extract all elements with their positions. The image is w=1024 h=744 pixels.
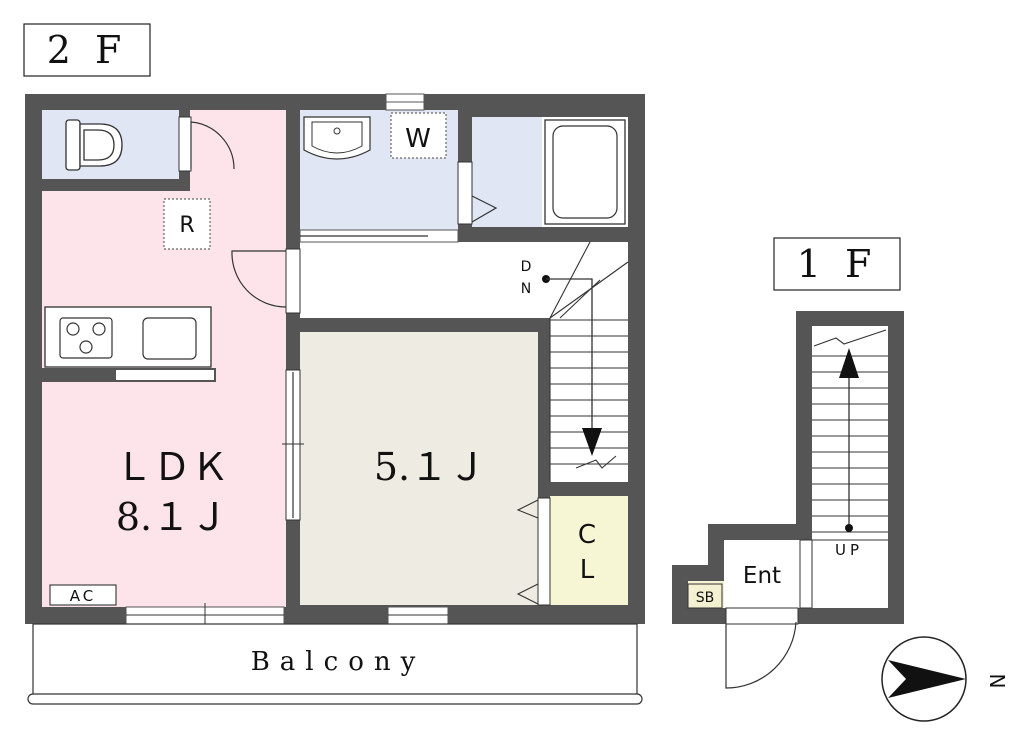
ldk-upper-hall [190, 110, 286, 192]
stair-up-label: UP [835, 541, 863, 559]
floor-2-tag-text: 2 F [47, 28, 128, 72]
sink-basin [142, 317, 197, 360]
entrance-step [799, 539, 813, 609]
stairs-1f [812, 329, 888, 541]
ac-unit [49, 584, 117, 606]
washer-label: W [405, 124, 431, 154]
ldk-size: 8.１Ｊ [116, 495, 228, 539]
bedroom-size: 5.１Ｊ [374, 445, 486, 489]
bedroom [300, 332, 538, 605]
closet-label-c: C [578, 520, 596, 550]
hall-door [231, 250, 287, 308]
toilet-door [190, 121, 235, 170]
ldk-room [42, 191, 286, 607]
stair-dn-label-d: D [521, 259, 532, 275]
stove-icon [59, 317, 113, 359]
closet-door [537, 497, 551, 606]
entrance-door-frame [725, 607, 799, 625]
wash-basin [303, 116, 371, 160]
toilet-door-frame [178, 116, 192, 172]
closet [550, 496, 628, 605]
entrance-door [725, 621, 797, 689]
toilet-fixture [65, 119, 123, 171]
ac-label: AC [70, 587, 96, 605]
stair-up-start [845, 524, 853, 532]
stair-dn-label-n: N [521, 281, 531, 297]
shoebox-label: SB [696, 590, 715, 606]
entrance-hall [724, 540, 812, 608]
shoebox [687, 583, 723, 609]
stair-closet-wall [538, 482, 638, 496]
bedroom-top-wall [286, 318, 550, 332]
bathroom-entry [472, 117, 542, 227]
closet-label-l: L [580, 555, 595, 585]
floor-1-tag-text: 1 F [797, 242, 878, 286]
ldk-name: ＬＤＫ [115, 445, 229, 489]
balcony [27, 623, 643, 705]
stair-dn-arrow [546, 278, 593, 430]
washer-space [390, 112, 447, 159]
fridge-space [163, 198, 211, 250]
entrance-label: Ent [743, 563, 781, 589]
balcony-label: Balcony [251, 647, 426, 677]
stair-up-arrow [839, 348, 859, 378]
bath-door [457, 161, 473, 225]
hallway [300, 242, 550, 318]
compass-north-label: N [985, 674, 1009, 689]
floor-2-tag: 2 F [23, 23, 151, 77]
fridge-label: R [179, 213, 194, 238]
kitchen-counter-top [116, 370, 214, 380]
floor-1-tag: 1 F [773, 237, 901, 291]
north-arrow-icon [888, 660, 966, 698]
compass: N [881, 636, 1009, 722]
hall-door-frame [285, 248, 301, 314]
